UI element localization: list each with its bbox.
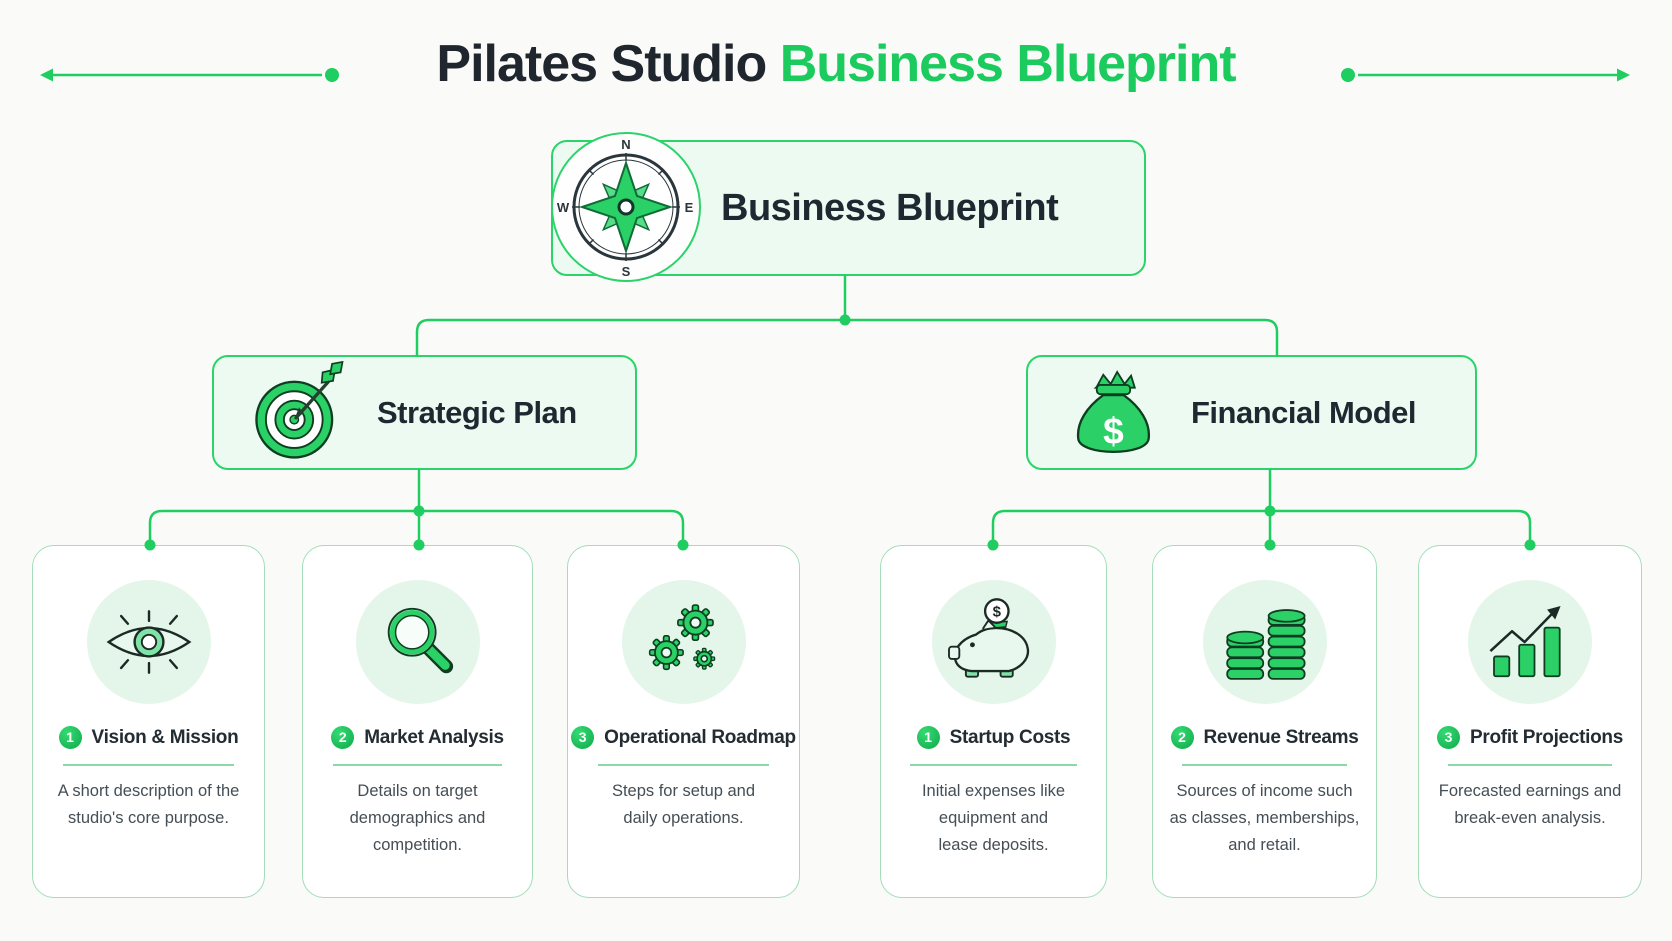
eye-icon bbox=[106, 610, 191, 674]
junction-dots-left bbox=[144, 505, 689, 551]
card-number-badge: 2 bbox=[331, 726, 355, 749]
compass-west-label: W bbox=[557, 200, 570, 215]
connector-financial-to-cards bbox=[991, 468, 1532, 547]
branch-label-strategic-plan: Strategic Plan bbox=[377, 394, 577, 430]
card-title: Profit Projections bbox=[1470, 726, 1623, 748]
connector-root-to-branches bbox=[415, 274, 1279, 357]
card-description: Forecasted earnings and break-even analy… bbox=[1438, 782, 1622, 827]
card-profit-projections: 3 Profit Projections Forecasted earnings… bbox=[1418, 545, 1642, 898]
money-bag-dollar: $ bbox=[1103, 409, 1124, 451]
card-number-badge: 3 bbox=[571, 726, 595, 749]
magnifier-icon bbox=[387, 607, 453, 674]
piggy-bank-icon: $ bbox=[947, 598, 1029, 678]
card-title: Vision & Mission bbox=[91, 726, 239, 748]
card-icon-circle bbox=[1202, 580, 1327, 704]
card-description: Initial expenses like equipment and leas… bbox=[921, 782, 1066, 854]
card-number-badge: 3 bbox=[1437, 726, 1461, 749]
card-operational-roadmap: 3 Operational Roadmap Steps for setup an… bbox=[567, 545, 800, 898]
coin-stacks-icon bbox=[1225, 609, 1305, 680]
card-description: Steps for setup and daily operations. bbox=[611, 782, 756, 827]
card-startup-costs: $ 1 Startup Costs Initial expenses like … bbox=[880, 545, 1107, 898]
compass-south-label: S bbox=[622, 264, 631, 279]
card-title-row: 2 Revenue Streams bbox=[1170, 726, 1359, 749]
card-market-analysis: 2 Market Analysis Details on target demo… bbox=[302, 545, 533, 898]
card-divider bbox=[1181, 764, 1347, 766]
card-title: Operational Roadmap bbox=[604, 726, 796, 748]
compass-icon: N E S W bbox=[547, 128, 705, 286]
junction-dot bbox=[839, 314, 851, 326]
card-icon-circle bbox=[1468, 580, 1592, 704]
card-title-row: 3 Operational Roadmap bbox=[571, 726, 796, 749]
card-description: A short description of the studio's core… bbox=[57, 782, 240, 827]
card-divider bbox=[63, 764, 234, 766]
compass-north-label: N bbox=[621, 137, 630, 152]
money-bag-icon: $ bbox=[1076, 370, 1150, 453]
card-revenue-streams: 2 Revenue Streams Sources of income such… bbox=[1152, 545, 1377, 898]
card-title: Revenue Streams bbox=[1203, 726, 1359, 748]
card-description: Details on target demographics and compe… bbox=[349, 782, 486, 854]
compass-east-label: E bbox=[685, 200, 694, 215]
card-icon-circle bbox=[355, 580, 480, 704]
card-divider bbox=[598, 764, 769, 766]
card-number-badge: 1 bbox=[916, 726, 940, 749]
branch-node-financial-model: $ Financial Model bbox=[1026, 355, 1477, 470]
page-title-dark: Pilates Studio bbox=[436, 35, 767, 93]
card-title-row: 1 Vision & Mission bbox=[58, 726, 239, 749]
card-number-badge: 2 bbox=[1170, 726, 1194, 749]
card-title: Startup Costs bbox=[949, 726, 1071, 748]
card-divider bbox=[332, 764, 503, 766]
card-title-row: 3 Profit Projections bbox=[1437, 726, 1623, 749]
card-title-row: 1 Startup Costs bbox=[916, 726, 1071, 749]
branch-node-strategic-plan: Strategic Plan bbox=[212, 355, 637, 470]
card-number-badge: 1 bbox=[58, 726, 82, 749]
root-node-label: Business Blueprint bbox=[721, 186, 1059, 229]
connector-strategic-to-cards bbox=[148, 468, 685, 547]
card-divider bbox=[910, 764, 1077, 766]
gears-icon bbox=[648, 604, 715, 671]
target-icon bbox=[255, 360, 344, 459]
branch-label-financial-model: Financial Model bbox=[1191, 394, 1417, 430]
page-title: Pilates Studio Business Blueprint bbox=[0, 34, 1672, 94]
piggy-coin-dollar: $ bbox=[992, 604, 1001, 621]
card-icon-circle bbox=[621, 580, 746, 704]
page-title-green: Business Blueprint bbox=[779, 35, 1237, 93]
card-icon-circle: $ bbox=[931, 580, 1056, 704]
card-title-row: 2 Market Analysis bbox=[331, 726, 504, 749]
card-icon-circle bbox=[86, 580, 211, 704]
junction-dots-right bbox=[987, 505, 1536, 551]
card-title: Market Analysis bbox=[364, 726, 504, 748]
bar-chart-icon bbox=[1489, 605, 1561, 677]
root-node-business-blueprint: N E S W Business Blueprint bbox=[551, 132, 1146, 282]
card-vision-mission: 1 Vision & Mission A short description o… bbox=[32, 545, 265, 898]
card-description: Sources of income such as classes, membe… bbox=[1169, 782, 1360, 854]
card-divider bbox=[1447, 764, 1613, 766]
